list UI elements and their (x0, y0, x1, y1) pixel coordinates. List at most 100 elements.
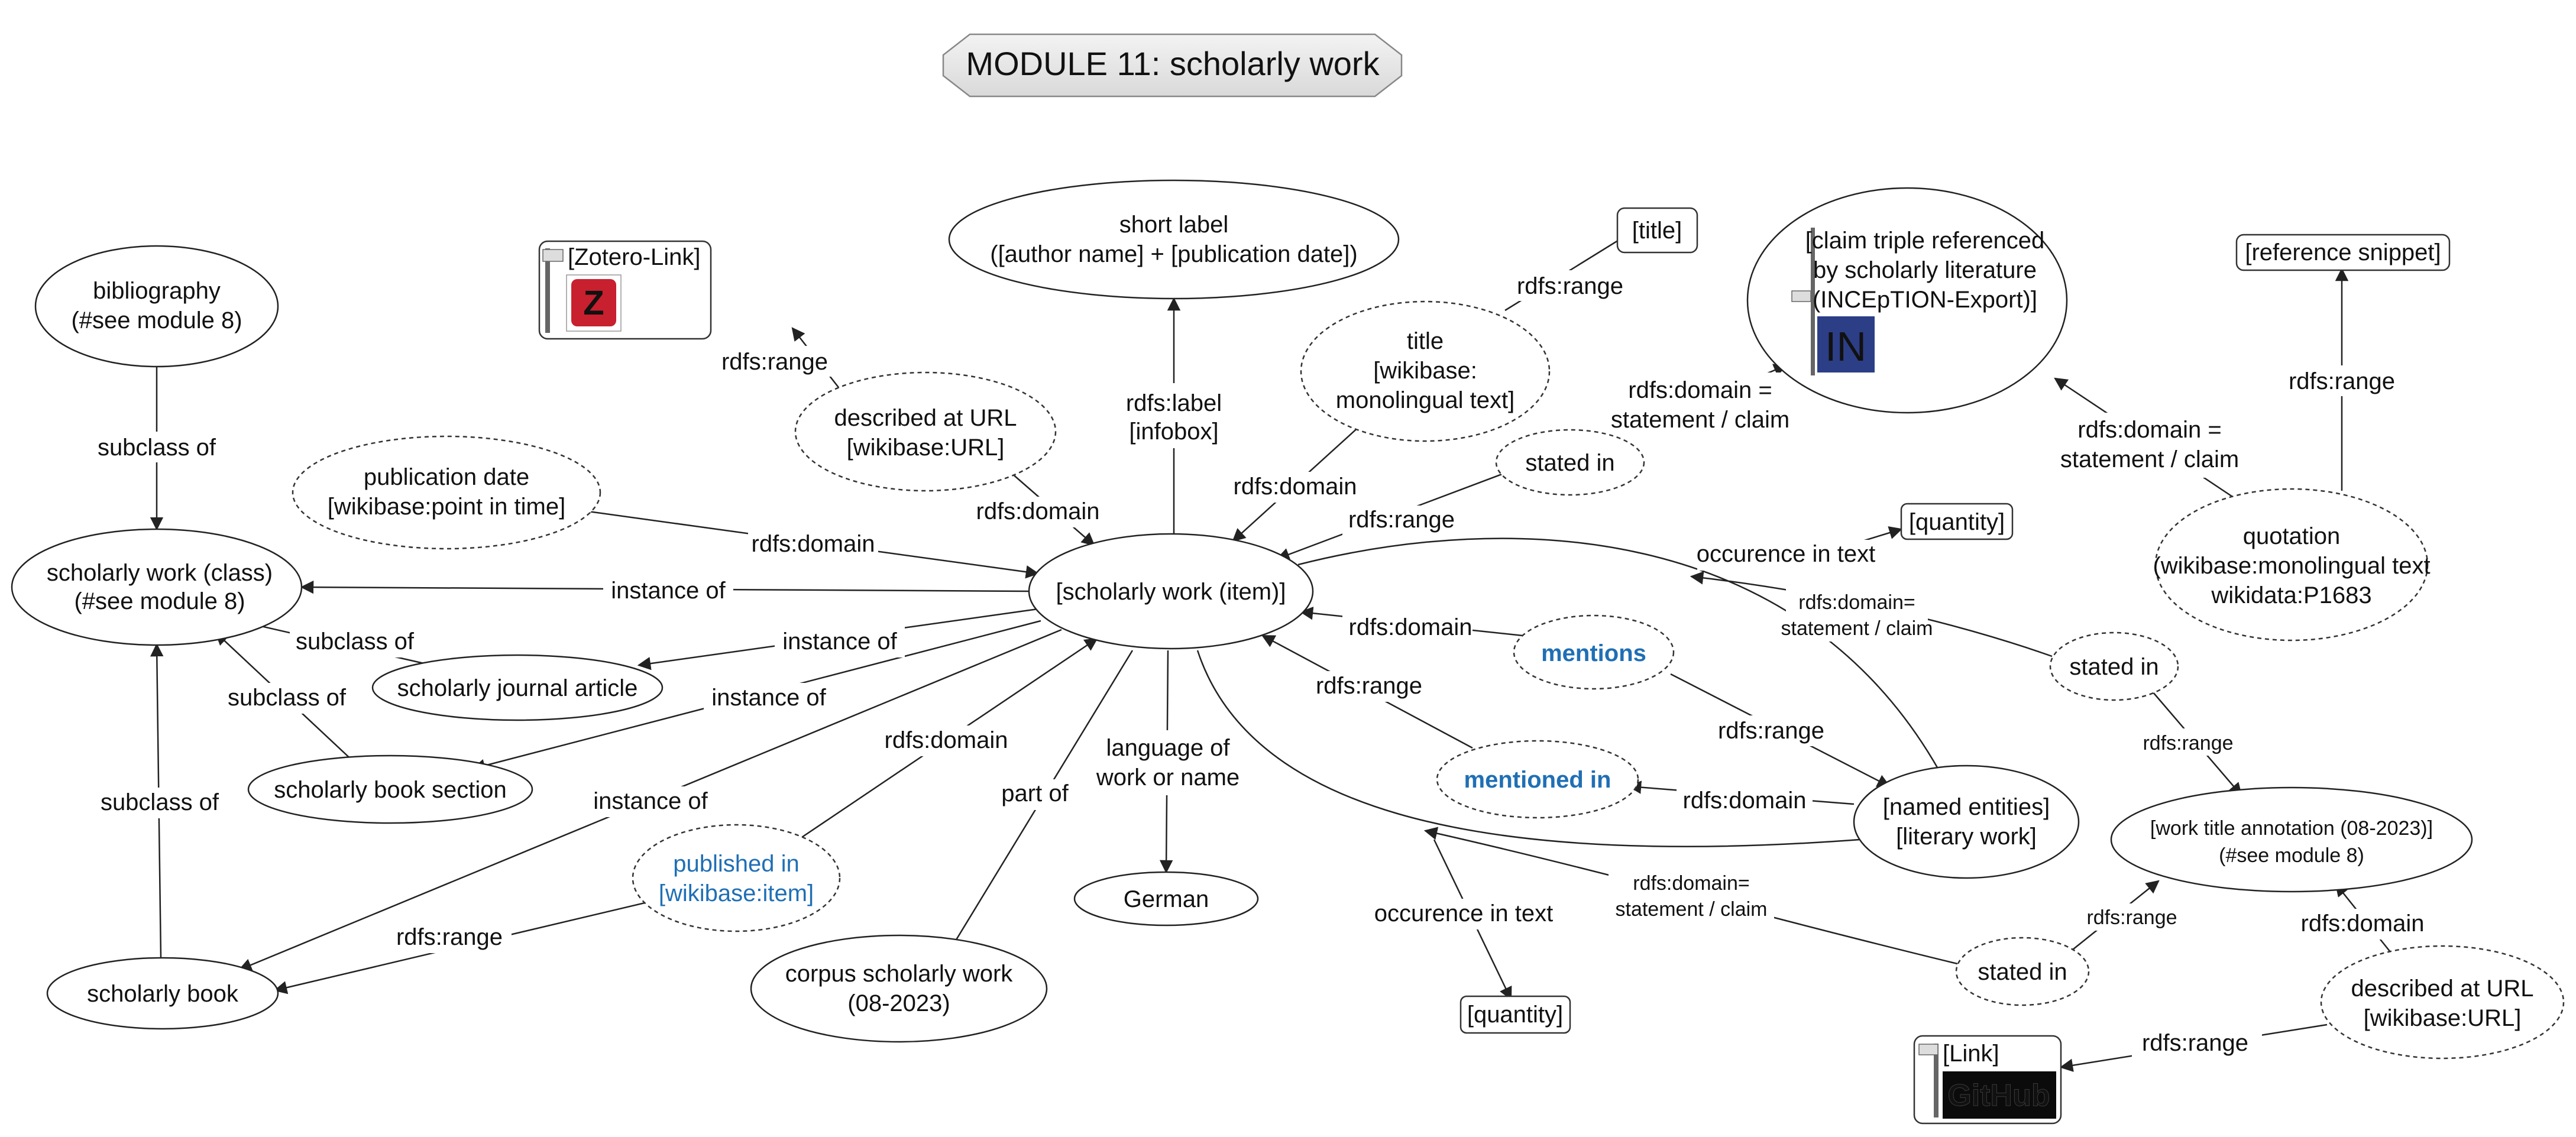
label-domain-mentioned: rdfs:domain (1683, 788, 1807, 814)
label-range-mentioned: rdfs:range (1316, 673, 1422, 699)
node-short-label[interactable]: short label ([author name] + [publicatio… (948, 179, 1400, 300)
node-class-line1: scholarly work (class) (47, 560, 273, 586)
node-reference-snippet[interactable]: [reference snippet] (2235, 234, 2451, 271)
node-bibliography-line2: (#see module 8) (71, 307, 242, 333)
node-scholarly-work-item[interactable]: [scholarly work (item)] (1028, 533, 1314, 650)
label-instance-class: instance of (611, 578, 726, 604)
node-language-label: language of work or name (1091, 730, 1245, 795)
label-subclass-bib: subclass of (98, 435, 216, 461)
node-described-at-url-2[interactable]: described at URL [wikibase:URL] (2320, 945, 2565, 1060)
node-claim-line1: [claim triple referenced (1805, 228, 2045, 254)
node-named-entities[interactable]: [named entities] [literary work] (1853, 765, 2080, 879)
node-item-label: [scholarly work (item)] (1056, 579, 1286, 605)
label-range-mentions: rdfs:range (1718, 718, 1824, 744)
node-mentions[interactable]: mentions (1513, 614, 1675, 690)
node-stated-in-2[interactable]: stated in (2049, 631, 2179, 701)
node-mentions-label: mentions (1541, 640, 1646, 666)
label-range-title: rdfs:range (1517, 273, 1623, 299)
label-range-zotero: rdfs:range (721, 349, 828, 375)
node-journal-label: scholarly journal article (397, 675, 638, 701)
label-stmt2-1: rdfs:domain= (1633, 872, 1750, 895)
label-rdfs-label-1: rdfs:label (1126, 390, 1222, 416)
label-range-stated3: rdfs:range (2086, 906, 2177, 929)
node-title[interactable]: title [wikibase: monolingual text] (1300, 300, 1551, 442)
label-subclass-journal: subclass of (296, 629, 415, 655)
zotero-logo-letter: Z (583, 284, 604, 322)
node-corpus[interactable]: corpus scholarly work (08-2023) (750, 934, 1048, 1043)
node-publication-date[interactable]: publication date [wikibase:point in time… (292, 435, 601, 550)
label-domain-title: rdfs:domain (1234, 474, 1357, 500)
language-line1: language of (1106, 735, 1230, 761)
label-domain-url1: rdfs:domain (976, 498, 1100, 524)
label-rdfs-label-2: [infobox] (1129, 419, 1218, 445)
node-bibliography-line1: bibliography (93, 278, 221, 304)
node-quantity1-label: [quantity] (1909, 509, 2005, 535)
label-range-ref: rdfs:range (2289, 368, 2395, 394)
node-scholarly-work-class[interactable]: scholarly work (class) (#see module 8) (11, 528, 303, 646)
node-class-line2: (#see module 8) (74, 588, 245, 614)
label-instance-section: instance of (711, 685, 826, 711)
label-domain-quot-2: statement / claim (2060, 446, 2239, 472)
node-title-line1: title (1407, 328, 1444, 354)
label-domain-claim-1: rdfs:domain = (1628, 377, 1772, 403)
node-url2-line2: [wikibase:URL] (2364, 1005, 2522, 1031)
node-url1-line1: described at URL (834, 405, 1017, 431)
node-corpus-line2: (08-2023) (847, 990, 950, 1016)
node-quotation-line2: (wikibase:monolingual text (2153, 553, 2430, 579)
node-book-section[interactable]: scholarly book section (247, 754, 533, 824)
node-pubdate-line2: [wikibase:point in time] (328, 494, 565, 520)
language-line2: work or name (1096, 765, 1240, 791)
node-mentioned-in[interactable]: mentioned in (1436, 740, 1639, 819)
node-work-title-annotation[interactable]: [work title annotation (08-2023)] (#see … (2110, 786, 2473, 893)
node-quotation[interactable]: quotation (wikibase:monolingual text wik… (2153, 488, 2431, 642)
github-logo: GitHub (1943, 1071, 2056, 1119)
title-banner: MODULE 11: scholarly work (942, 33, 1403, 98)
node-stated-in-1[interactable]: stated in (1495, 429, 1645, 496)
node-link-label: [Link] (1943, 1041, 1999, 1067)
node-journal-article[interactable]: scholarly journal article (371, 654, 664, 721)
node-title-line3: monolingual text] (1336, 387, 1514, 413)
label-occurence1: occurence in text (1697, 541, 1875, 567)
label-partof: part of (1001, 780, 1069, 806)
nodes: MODULE 11: scholarly work bibliography (… (11, 33, 2565, 1125)
label-range-published: rdfs:range (396, 924, 503, 950)
node-quantity-2[interactable]: [quantity] (1459, 995, 1571, 1034)
node-stated-in-3[interactable]: stated in (1955, 937, 2090, 1006)
label-range-stated2: rdfs:range (2143, 732, 2233, 754)
zotero-logo: Z (566, 274, 622, 332)
node-corpus-line1: corpus scholarly work (785, 961, 1014, 987)
node-quantity-1[interactable]: [quantity] (1900, 503, 2014, 540)
label-domain-quot-1: rdfs:domain = (2077, 417, 2221, 443)
node-described-at-url-1[interactable]: described at URL [wikibase:URL] (794, 371, 1057, 492)
label-instance-book: instance of (593, 788, 708, 814)
node-claim-line3: (INCEpTION-Export)] (1813, 287, 2037, 313)
node-german[interactable]: German (1073, 871, 1259, 927)
label-instance-journal: instance of (782, 629, 897, 655)
node-stated1-label: stated in (1525, 450, 1614, 476)
edge-item-named-arc (1196, 650, 1860, 847)
node-quotation-line1: quotation (2243, 523, 2341, 549)
edge-partof (933, 650, 1134, 977)
node-published-line2: [wikibase:item] (659, 880, 814, 906)
label-range-link: rdfs:range (2142, 1030, 2248, 1056)
node-annotation-line1: [work title annotation (08-2023)] (2150, 817, 2433, 840)
node-zotero-link[interactable]: [Zotero-Link] Z (538, 240, 712, 340)
edge-named-arc (1297, 537, 1941, 772)
node-claim-triple[interactable]: [claim triple referenced by scholarly li… (1746, 187, 2068, 414)
inception-logo-text: IN (1825, 323, 1866, 370)
node-link[interactable]: [Link] GitHub (1913, 1035, 2062, 1125)
node-url2-line1: described at URL (2351, 976, 2533, 1002)
node-claim-line2: by scholarly literature (1813, 257, 2037, 283)
node-scholarly-book[interactable]: scholarly book (46, 957, 279, 1030)
node-title-box[interactable]: [title] (1616, 207, 1698, 254)
diagram-title: MODULE 11: scholarly work (966, 45, 1380, 82)
label-stmt1-1: rdfs:domain= (1798, 591, 1915, 614)
label-subclass-section: subclass of (228, 685, 347, 711)
node-zotero-label: [Zotero-Link] (568, 244, 701, 270)
label-range-stated1: rdfs:range (1348, 507, 1455, 533)
node-book-label: scholarly book (87, 981, 239, 1007)
node-bibliography[interactable]: bibliography (#see module 8) (34, 245, 279, 368)
node-published-in[interactable]: published in [wikibase:item] (632, 824, 841, 932)
inception-logo: IN (1817, 316, 1875, 372)
